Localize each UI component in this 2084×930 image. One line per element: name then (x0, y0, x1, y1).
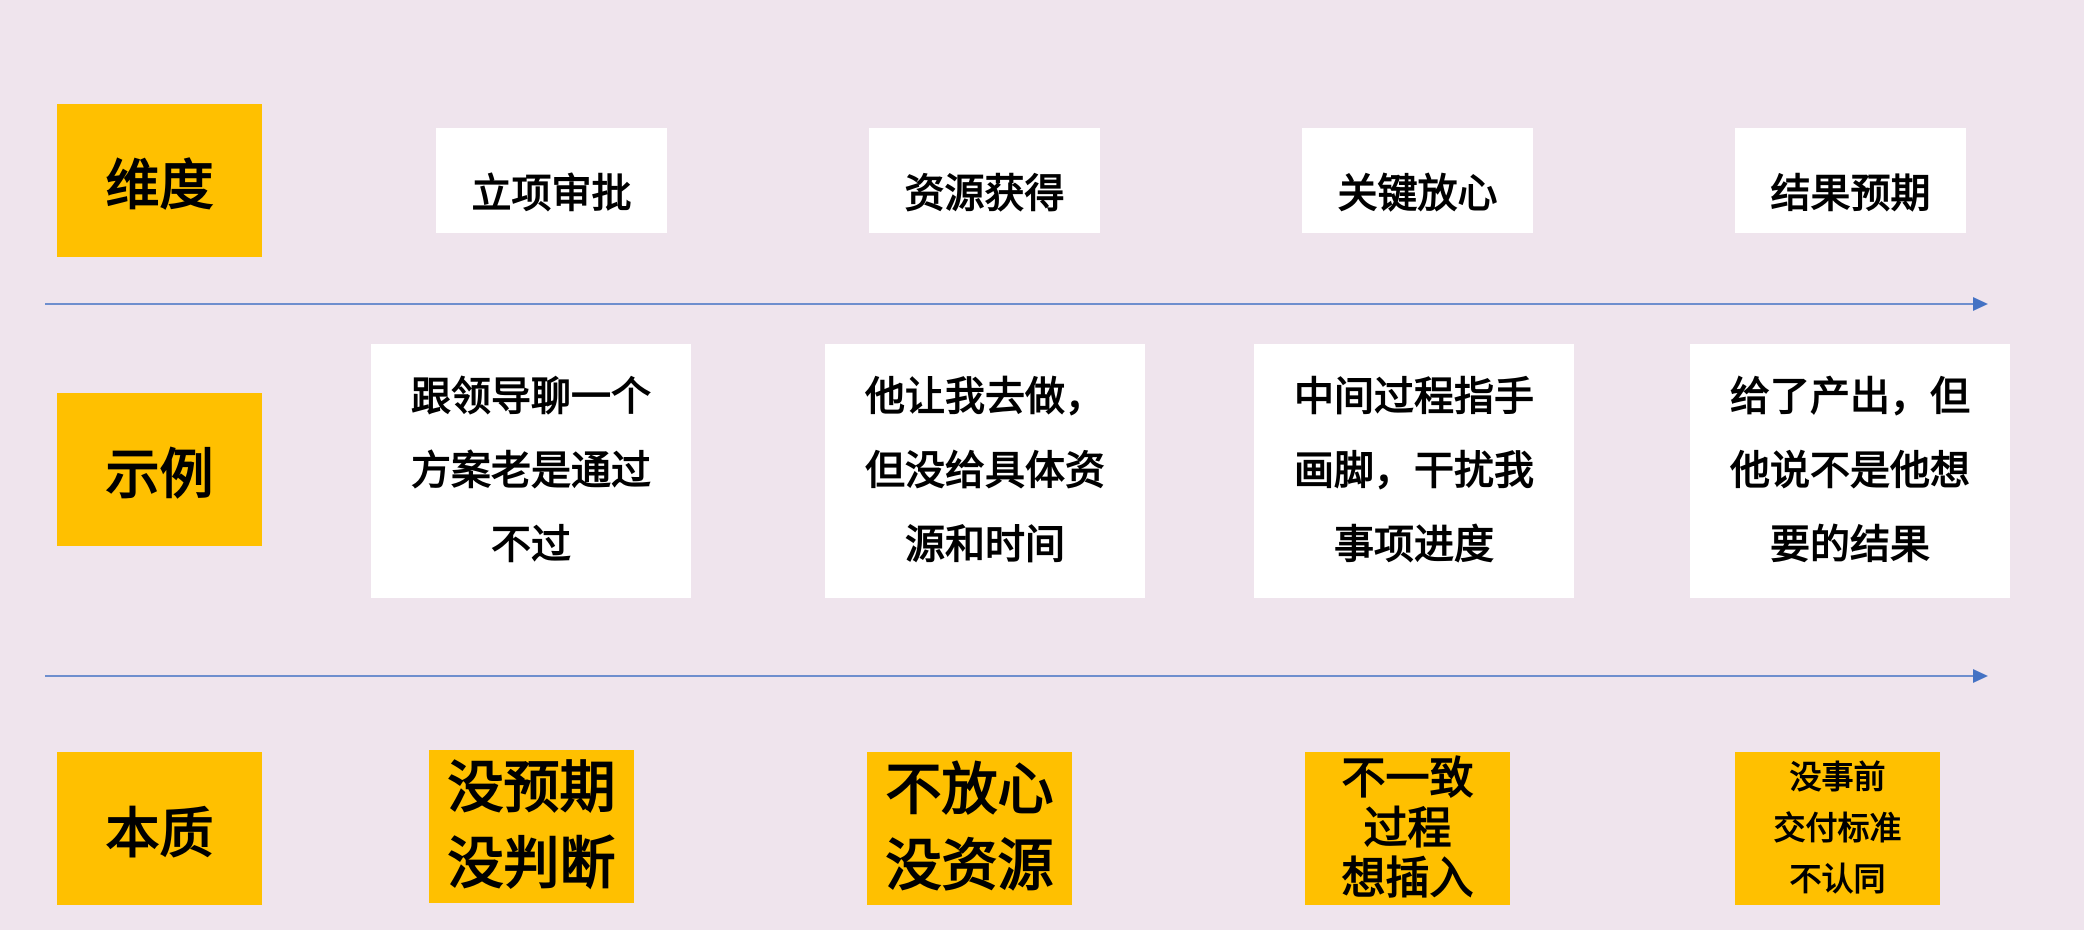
example-box-1: 跟领导聊一个 方案老是通过 不过 (371, 344, 691, 598)
essence-line: 不认同 (1789, 860, 1886, 898)
row-label-essence: 本质 (57, 752, 262, 905)
example-line: 画脚，干扰我 (1294, 448, 1534, 494)
row-label-example: 示例 (57, 393, 262, 546)
example-line: 不过 (491, 522, 571, 568)
timeline-arrow-top (45, 297, 1988, 311)
essence-line: 过程 (1363, 802, 1452, 854)
essence-box-4: 没事前 交付标准 不认同 (1735, 752, 1940, 905)
dimension-text: 资源获得 (904, 170, 1065, 217)
essence-line: 没预期 (447, 755, 616, 821)
example-line: 要的结果 (1770, 522, 1930, 568)
example-box-4: 给了产出，但 他说不是他想 要的结果 (1690, 344, 2010, 598)
example-line: 他让我去做， (865, 374, 1105, 420)
example-line: 事项进度 (1334, 522, 1494, 568)
dimension-box-2: 资源获得 (869, 128, 1100, 233)
example-line: 跟领导聊一个 (411, 374, 651, 420)
row-label-dimension: 维度 (57, 104, 262, 257)
essence-line: 没资源 (885, 833, 1054, 899)
example-line: 给了产出，但 (1730, 374, 1970, 420)
essence-box-3: 不一致 过程 想插入 (1305, 752, 1510, 905)
dimension-box-3: 关键放心 (1302, 128, 1533, 233)
essence-line: 想插入 (1341, 852, 1474, 904)
example-line: 但没给具体资 (865, 448, 1105, 494)
essence-line: 没事前 (1789, 758, 1886, 796)
dimension-text: 立项审批 (471, 170, 632, 217)
essence-line: 没判断 (447, 831, 616, 897)
dimension-text: 关键放心 (1337, 170, 1498, 217)
example-line: 源和时间 (905, 522, 1065, 568)
row-label-essence-text: 本质 (105, 802, 214, 865)
dimension-text: 结果预期 (1770, 170, 1931, 217)
example-box-2: 他让我去做， 但没给具体资 源和时间 (825, 344, 1145, 598)
example-line: 他说不是他想 (1730, 448, 1970, 494)
example-box-3: 中间过程指手 画脚，干扰我 事项进度 (1254, 344, 1574, 598)
example-line: 方案老是通过 (411, 448, 651, 494)
essence-box-2: 不放心 没资源 (867, 752, 1072, 905)
essence-line: 不一致 (1341, 752, 1474, 804)
timeline-arrow-bottom (45, 669, 1988, 683)
essence-box-1: 没预期 没判断 (429, 750, 634, 903)
example-line: 中间过程指手 (1294, 374, 1534, 420)
row-label-example-text: 示例 (105, 443, 214, 506)
essence-line: 交付标准 (1773, 809, 1902, 847)
dimension-box-1: 立项审批 (436, 128, 667, 233)
row-label-dimension-text: 维度 (105, 154, 214, 217)
essence-line: 不放心 (885, 757, 1054, 823)
dimension-box-4: 结果预期 (1735, 128, 1966, 233)
